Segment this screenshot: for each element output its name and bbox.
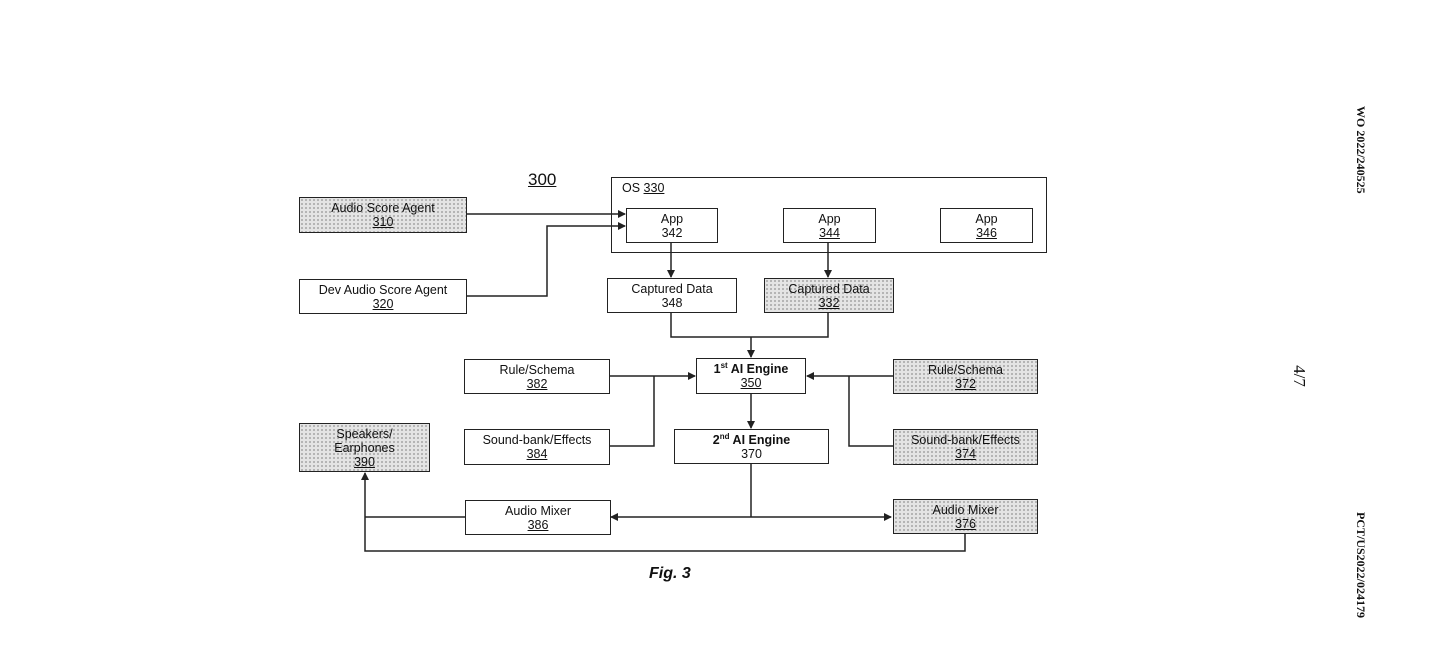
box-soundbank-384: Sound-bank/Effects 384 bbox=[464, 429, 610, 465]
box-app-344: App 344 bbox=[783, 208, 876, 243]
box-captured-data-348: Captured Data 348 bbox=[607, 278, 737, 313]
box-dev-audio-score-agent: Dev Audio Score Agent 320 bbox=[299, 279, 467, 314]
page-number: 4/7 bbox=[1289, 365, 1309, 387]
edge-348-to-350 bbox=[670, 313, 829, 338]
box-number: 376 bbox=[955, 516, 976, 531]
box-label: Rule/Schema bbox=[927, 362, 1004, 377]
box-label: Captured Data bbox=[788, 281, 870, 296]
box-number: 348 bbox=[661, 295, 683, 310]
edge-384-to-350 bbox=[610, 376, 655, 447]
edge-374-to-350 bbox=[848, 376, 893, 447]
box-label: App bbox=[660, 211, 684, 226]
box-label-line2: Earphones bbox=[334, 440, 395, 455]
publication-number: WO 2022/240525 bbox=[1354, 106, 1368, 194]
box-label: App bbox=[818, 211, 841, 226]
box-audio-score-agent: Audio Score Agent 310 bbox=[299, 197, 467, 233]
edge-376-to-390 bbox=[361, 472, 966, 552]
box-label: App bbox=[975, 211, 998, 226]
os-label-text: OS bbox=[622, 181, 641, 195]
box-label-line1: Speakers/ bbox=[336, 426, 393, 441]
label-sup: st bbox=[720, 360, 728, 370]
label-suffix: AI Engine bbox=[729, 432, 791, 447]
box-ai-engine-370: 2nd AI Engine 370 bbox=[674, 429, 829, 464]
box-rule-schema-382: Rule/Schema 382 bbox=[464, 359, 610, 394]
box-label: Sound-bank/Effects bbox=[482, 433, 592, 447]
box-label: Rule/Schema bbox=[499, 362, 575, 377]
box-label: Audio Mixer bbox=[932, 502, 999, 517]
box-number: 320 bbox=[372, 296, 394, 311]
box-label: 1st AI Engine bbox=[713, 360, 789, 376]
os-number: 330 bbox=[643, 181, 665, 195]
box-number: 332 bbox=[818, 295, 840, 310]
box-number: 310 bbox=[372, 215, 394, 229]
box-speakers-earphones: Speakers/ Earphones 390 bbox=[299, 423, 430, 472]
box-audio-mixer-386: Audio Mixer 386 bbox=[465, 500, 611, 535]
label-sup: nd bbox=[719, 431, 730, 441]
box-label: Captured Data bbox=[631, 281, 713, 296]
box-number: 374 bbox=[955, 447, 976, 461]
box-app-346: App 346 bbox=[940, 208, 1033, 243]
figure-number: 300 bbox=[528, 170, 557, 189]
box-number: 390 bbox=[354, 454, 375, 469]
label-suffix: AI Engine bbox=[727, 362, 789, 376]
box-number: 382 bbox=[526, 376, 548, 391]
box-number: 386 bbox=[527, 517, 549, 532]
box-ai-engine-350: 1st AI Engine 350 bbox=[696, 358, 806, 394]
box-number: 346 bbox=[976, 225, 997, 240]
edge-320-to-342 bbox=[467, 222, 626, 297]
application-number: PCT/US2022/024179 bbox=[1354, 512, 1368, 619]
label-prefix: 2 bbox=[712, 432, 720, 447]
box-captured-data-332: Captured Data 332 bbox=[764, 278, 894, 313]
box-number: 384 bbox=[526, 447, 548, 461]
box-audio-mixer-376: Audio Mixer 376 bbox=[893, 499, 1038, 534]
box-label: Sound-bank/Effects bbox=[911, 433, 1020, 447]
os-frame bbox=[611, 177, 1047, 253]
os-label: OS 330 bbox=[622, 181, 664, 195]
box-label: Dev Audio Score Agent bbox=[318, 282, 448, 297]
box-label: Audio Mixer bbox=[505, 503, 571, 518]
figure-caption: Fig. 3 bbox=[649, 565, 691, 582]
box-number: 350 bbox=[740, 376, 762, 390]
label-prefix: 1 bbox=[713, 362, 721, 376]
box-number: 370 bbox=[741, 446, 762, 461]
box-soundbank-374: Sound-bank/Effects 374 bbox=[893, 429, 1038, 465]
box-label: 2nd AI Engine bbox=[712, 431, 791, 447]
box-label: Audio Score Agent bbox=[331, 201, 435, 215]
box-number: 344 bbox=[819, 225, 840, 240]
box-app-342: App 342 bbox=[626, 208, 718, 243]
box-number: 342 bbox=[661, 225, 683, 240]
box-number: 372 bbox=[955, 376, 976, 391]
box-rule-schema-372: Rule/Schema 372 bbox=[893, 359, 1038, 394]
